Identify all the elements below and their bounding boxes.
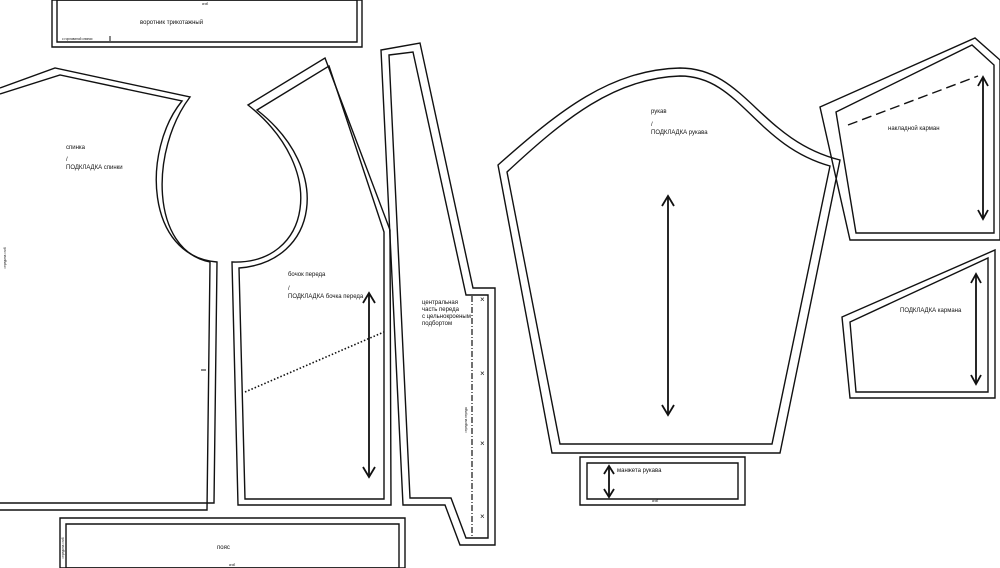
side-front-lining-label: ПОДКЛАДКА бочка переда	[288, 294, 364, 300]
svg-text:×: ×	[480, 295, 485, 304]
belt-label: пояс	[217, 545, 230, 551]
button-marks: × × × ×	[480, 295, 485, 521]
pocket-lining-piece: ПОДКЛАДКА кармана	[841, 248, 996, 399]
collar-piece: сгиб воротник трикотажный с горловиной с…	[51, 0, 363, 48]
cuff-piece: манжета рукава сгиб	[579, 456, 746, 506]
sleeve-separator: /	[651, 122, 653, 128]
center-front-label-2: часть переда	[422, 307, 460, 313]
sleeve-grainline-arrow	[661, 194, 675, 417]
svg-text:×: ×	[480, 512, 485, 521]
pocket-lining-grainline-arrow	[970, 272, 982, 386]
sleeve-lining-label: ПОДКЛАДКА рукава	[651, 130, 708, 136]
side-front-grainline-arrow	[362, 291, 376, 479]
pocket-piece: накладной карман	[819, 37, 1000, 241]
center-front-piece: центральная часть переда с цельнокроеным…	[380, 42, 496, 546]
collar-label: воротник трикотажный	[140, 19, 203, 26]
side-front-piece: бочок переда / ПОДКЛАДКА бочка переда	[231, 56, 392, 506]
cuff-fold-label: сгиб	[652, 499, 659, 503]
sleeve-piece: рукав / ПОДКЛАДКА рукава	[497, 67, 841, 454]
pocket-grainline-arrow	[977, 75, 989, 221]
sleeve-label: рукав	[651, 109, 667, 115]
collar-fold-note: с горловиной спинки	[62, 37, 93, 41]
belt-piece: пояс середина сгиб сгиб	[59, 517, 406, 568]
side-front-separator: /	[288, 286, 290, 292]
pocket-label: накладной карман	[888, 125, 940, 132]
cuff-label: манжета рукава	[617, 468, 662, 474]
belt-fold-side-label: середина сгиб	[61, 537, 65, 558]
center-front-label-1: центральная	[422, 300, 458, 306]
pocket-lining-label: ПОДКЛАДКА кармана	[900, 308, 962, 314]
svg-text:×: ×	[480, 369, 485, 378]
belt-fold-bottom-label: сгиб	[229, 563, 236, 567]
side-front-label: бочок переда	[288, 272, 326, 278]
cuff-grainline-arrow	[603, 464, 615, 499]
back-fold-label: середина сгиб	[3, 247, 7, 268]
back-separator: /	[66, 157, 68, 163]
collar-fold-top-label: сгиб	[202, 2, 209, 6]
center-front-label-4: подбортом	[422, 321, 452, 327]
back-lining-label: ПОДКЛАДКА спинки	[66, 165, 123, 171]
center-front-vertical-label: середина переда	[464, 407, 468, 433]
back-label: спинка	[66, 145, 86, 151]
back-piece: спинка / ПОДКЛАДКА спинки середина сгиб	[0, 67, 218, 511]
svg-text:×: ×	[480, 439, 485, 448]
center-front-label-3: с цельнокроеным	[422, 314, 471, 320]
